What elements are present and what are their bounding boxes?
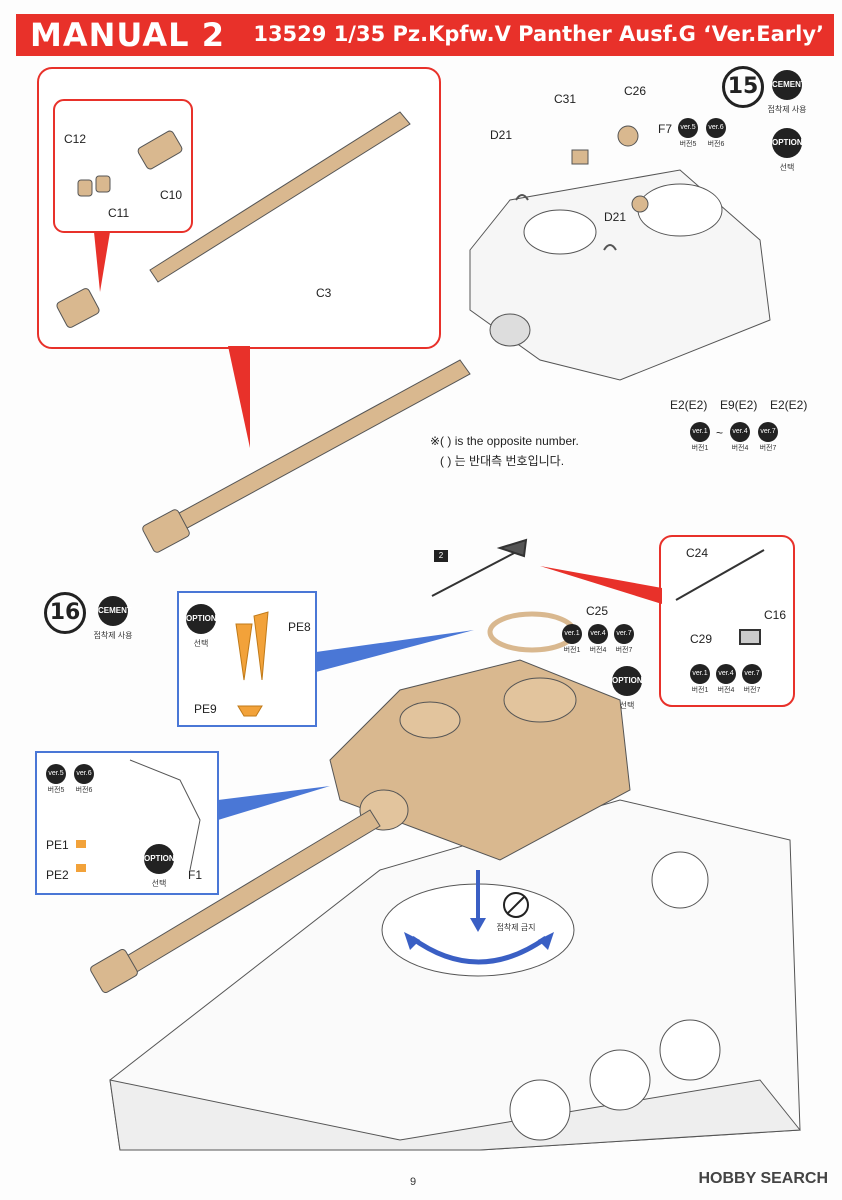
f7-version-caption-6: 버전6 [707, 141, 725, 148]
machine-gun-mg34 [431, 538, 528, 597]
c25-version-caption-4: 버전4 [589, 647, 607, 654]
label-e9: E9(E2) [720, 398, 758, 412]
f7-version-caption-5: 버전5 [679, 141, 697, 148]
mg-callout-box [659, 535, 795, 707]
pe8-shape [235, 611, 269, 681]
label-c29: C29 [690, 632, 713, 646]
label-f7: F7 [658, 122, 673, 136]
part-d21-shape-2 [603, 244, 617, 251]
f1-option-icon: OPTION [144, 844, 175, 874]
e-version-badge-7: ver.7 [758, 422, 778, 442]
mg-version-badge-1: ver.1 [690, 664, 710, 684]
f1-version-badge-5: ver.5 [46, 764, 66, 784]
turret-step15 [469, 169, 771, 381]
mg-detail [675, 549, 765, 645]
part-d21-shape-1 [515, 194, 529, 201]
c25-version-badge-7: ver.7 [614, 624, 634, 644]
label-c12: C12 [64, 132, 87, 146]
label-pe2: PE2 [46, 868, 69, 882]
label-c24: C24 [686, 546, 709, 560]
label-d21-lower: D21 [604, 210, 627, 224]
label-c16: C16 [764, 608, 787, 622]
f1-callout-box [35, 751, 219, 895]
f1-version-caption-5: 버전5 [47, 787, 65, 794]
label-c11: C11 [108, 206, 130, 220]
pe2-shape [76, 864, 86, 872]
product-title: 13529 1/35 Pz.Kpfw.V Panther Ausf.G ‘Ver… [253, 22, 824, 46]
part-c26-shape [617, 125, 639, 147]
manual-label: MANUAL 2 [30, 16, 225, 54]
cement-icon-16: CEMENT [98, 596, 132, 626]
label-f1: F1 [188, 868, 203, 882]
label-e2-left: E2(E2) [670, 398, 708, 412]
muzzle-brake-parts [77, 130, 183, 197]
c25-option-caption: 선택 [619, 701, 635, 710]
f1-version-caption-6: 버전6 [75, 787, 93, 794]
rotation-arrow [410, 935, 548, 965]
mg-version-caption-1: 버전1 [691, 687, 709, 694]
label-pe1: PE1 [46, 838, 69, 852]
cement-caption-16: 접착제 사용 [93, 631, 133, 640]
pe9-shape [237, 705, 263, 717]
watermark: HOBBY SEARCH [698, 1170, 829, 1187]
label-pe8: PE8 [288, 620, 311, 634]
option-caption: 선택 [779, 163, 795, 172]
e-version-badge-4: ver.4 [730, 422, 750, 442]
c25-version-badge-1: ver.1 [562, 624, 582, 644]
cement-icon: CEMENT [772, 70, 806, 100]
no-cement-caption: 접착제 금지 [496, 923, 536, 932]
muzzle-brake-callout-box [53, 99, 193, 233]
barrel-c3-callout [56, 111, 411, 328]
header-bar: MANUAL 2 13529 1/35 Pz.Kpfw.V Panther Au… [16, 14, 834, 56]
pe1-shape [76, 840, 86, 848]
pe-option-icon: OPTION [186, 604, 217, 634]
page-number: 9 [410, 1176, 417, 1188]
small-step-2-marker: 2 [434, 550, 448, 562]
e-version-caption-7: 버전7 [759, 445, 777, 452]
note-opposite-en: ※( ) is the opposite number. [430, 434, 579, 448]
part-c31-shape [571, 149, 589, 165]
note-opposite-ko: ( ) 는 반대측 번호입니다. [440, 454, 565, 468]
version-range-tilde: ~ [716, 426, 724, 440]
mg-version-caption-7: 버전7 [743, 687, 761, 694]
callout-pointer-red [94, 232, 110, 292]
mg-version-badge-4: ver.4 [716, 664, 736, 684]
pe-option-caption: 선택 [193, 639, 209, 648]
c25-option-icon: OPTION [612, 666, 643, 696]
f1-version-badge-6: ver.6 [74, 764, 94, 784]
f7-version-badge-6: ver.6 [706, 118, 726, 138]
step-16-number: 16 [44, 592, 86, 634]
turret-step16 [329, 659, 631, 861]
option-icon: OPTION [772, 128, 803, 158]
c25-version-badge-4: ver.4 [588, 624, 608, 644]
label-c31: C31 [554, 92, 577, 106]
mg-version-caption-4: 버전4 [717, 687, 735, 694]
f1-option-caption: 선택 [151, 879, 167, 888]
e-version-badge-1: ver.1 [690, 422, 710, 442]
e-version-caption-4: 버전4 [731, 445, 749, 452]
callout-pointer-mg [540, 566, 662, 604]
label-c10: C10 [160, 188, 183, 202]
e-version-caption-1: 버전1 [691, 445, 709, 452]
label-d21-top: D21 [490, 128, 513, 142]
callout-pointer-red-large [228, 346, 250, 448]
callout-pointer-blue-2 [218, 786, 330, 820]
label-c3: C3 [316, 286, 332, 300]
step-15-number: 15 [722, 66, 764, 108]
label-c26: C26 [624, 84, 647, 98]
barrel-step16 [90, 809, 381, 994]
callout-pointer-blue-1 [316, 630, 474, 672]
mg-version-badge-7: ver.7 [742, 664, 762, 684]
barrel-c3-main [142, 359, 471, 553]
f7-version-badge-5: ver.5 [678, 118, 698, 138]
cement-caption: 접착제 사용 [767, 105, 807, 114]
fender-detail [129, 759, 201, 871]
label-c25: C25 [586, 604, 609, 618]
label-pe9: PE9 [194, 702, 217, 716]
label-e2-right: E2(E2) [770, 398, 808, 412]
part-f7-shape [631, 195, 649, 213]
c25-version-caption-1: 버전1 [563, 647, 581, 654]
c25-version-caption-7: 버전7 [615, 647, 633, 654]
